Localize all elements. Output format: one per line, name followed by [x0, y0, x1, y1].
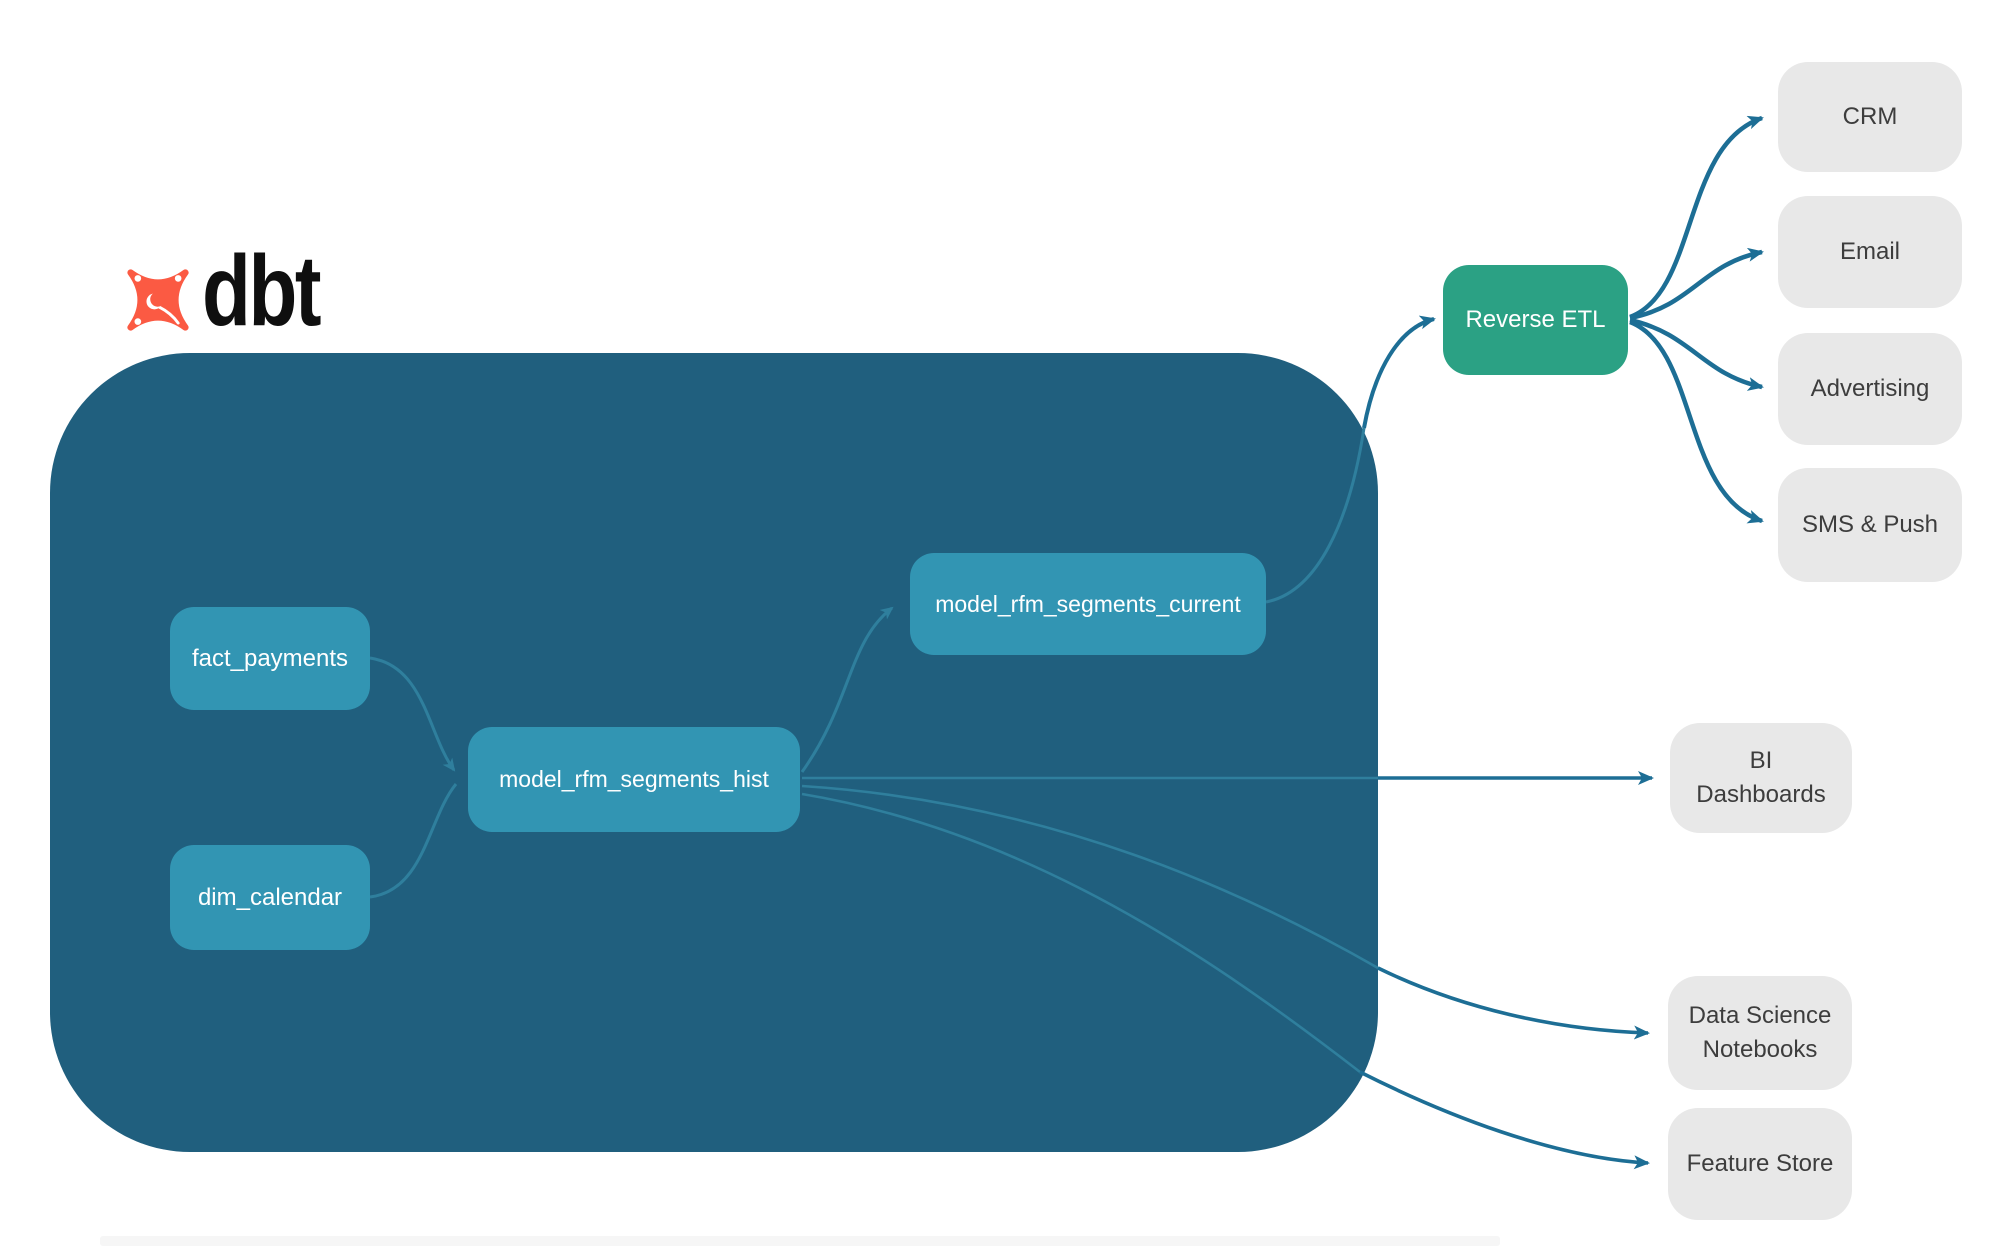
node-email-label: Email: [1839, 238, 1900, 265]
node-bi-dashboards: BI Dashboards: [1670, 723, 1852, 833]
node-model-rfm-segments-hist: model_rfm_segments_hist: [468, 727, 800, 832]
bottom-divider: [100, 1236, 1500, 1246]
edge-reverse-etl-to-email: [1629, 247, 1764, 321]
dbt-logo: dbt: [122, 235, 382, 352]
node-reverse-etl-label: Reverse ETL: [1465, 306, 1606, 333]
edge-hist-to-fs-inside: [801, 792, 1361, 1074]
node-feature-store-label: Feature Store: [1686, 1150, 1834, 1177]
node-advertising: Advertising: [1778, 333, 1962, 445]
node-current-label: model_rfm_segments_current: [935, 590, 1241, 617]
node-crm-label: CRM: [1842, 103, 1898, 130]
edge-hist-to-ds-inside: [801, 784, 1379, 970]
node-feature-store: Feature Store: [1668, 1108, 1852, 1220]
node-dim-calendar-label: dim_calendar: [197, 883, 343, 911]
dbt-logo-icon: [127, 269, 189, 331]
node-sms-push: SMS & Push: [1778, 468, 1962, 582]
node-reverse-etl: Reverse ETL: [1443, 265, 1628, 375]
edge-fact-payments-to-hist: [369, 656, 456, 772]
edge-reverse-etl-to-advertising: [1629, 317, 1764, 391]
node-crm: CRM: [1778, 62, 1962, 172]
edge-dim-calendar-to-hist: [369, 783, 458, 899]
edge-hist-to-feature-store: [1359, 1070, 1650, 1170]
edge-reverse-etl-to-crm: [1629, 115, 1764, 320]
edge-current-to-boundary: [1265, 427, 1366, 604]
node-hist-label: model_rfm_segments_hist: [499, 766, 769, 792]
node-sms-push-label: SMS & Push: [1801, 511, 1939, 538]
edge-hist-to-current: [800, 606, 894, 773]
dbt-logo-text: dbt: [202, 235, 322, 347]
node-bi-dashboards-label: BI Dashboards: [1696, 747, 1826, 808]
edge-current-to-reverse-etl: [1362, 315, 1436, 429]
node-advertising-label: Advertising: [1810, 375, 1930, 402]
edge-hist-to-data-science: [1377, 966, 1650, 1040]
node-data-science-notebooks-label: Data Science Notebooks: [1688, 1002, 1832, 1063]
node-data-science-notebooks: Data Science Notebooks: [1668, 976, 1852, 1090]
node-fact-payments: fact_payments: [170, 607, 370, 710]
node-dim-calendar: dim_calendar: [170, 845, 370, 950]
node-fact-payments-label: fact_payments: [191, 644, 349, 672]
edge-reverse-etl-to-sms-push: [1629, 319, 1764, 524]
node-email: Email: [1778, 196, 1962, 308]
node-model-rfm-segments-current: model_rfm_segments_current: [910, 553, 1266, 655]
